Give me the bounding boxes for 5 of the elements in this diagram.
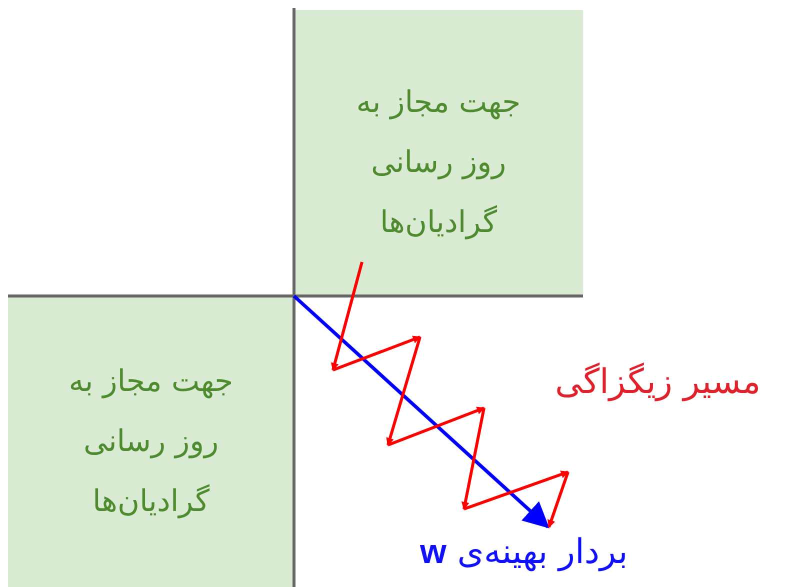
region-text: جهت مجاز به روز رسانی گرادیان‌ها	[355, 84, 522, 242]
region-panel	[8, 296, 294, 587]
region-panel	[294, 10, 583, 296]
region-text: جهت مجاز به روز رسانی گرادیان‌ها	[68, 362, 234, 520]
path-caption: مسیر زیگزاگی	[555, 362, 761, 402]
